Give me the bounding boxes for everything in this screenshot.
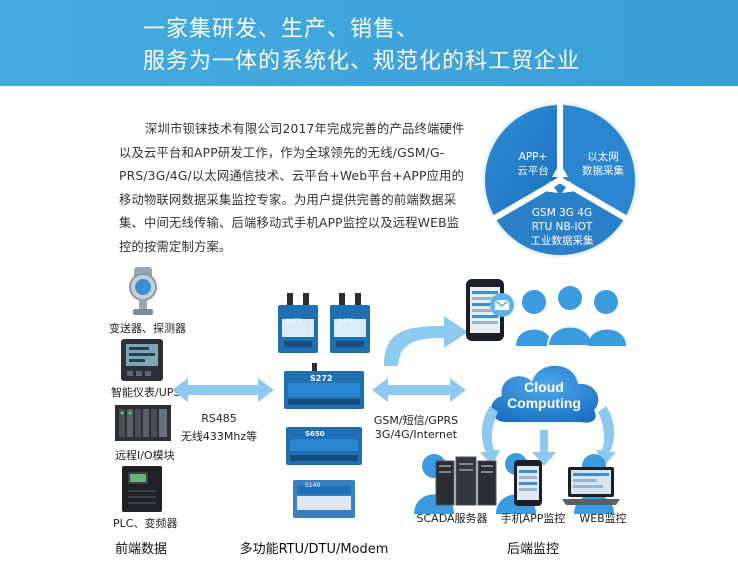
section-middle-rtu: 多功能RTU/DTU/Modem bbox=[239, 542, 389, 557]
label-io: 远程I/O模块 bbox=[115, 449, 175, 462]
laptop-icon bbox=[562, 467, 620, 505]
plc-icon bbox=[122, 466, 162, 512]
rtu-device-icon bbox=[330, 293, 370, 353]
ring-label-app-line2: 云平台 bbox=[517, 165, 549, 177]
header-banner: 一家集研发、生产、销售、 服务为一体的系统化、规范化的科工贸企业 bbox=[0, 0, 738, 86]
section-front-data: 前端数据 bbox=[114, 542, 168, 557]
ring-label-gsm-line1: GSM 3G 4G bbox=[531, 207, 593, 219]
ring-center-arrow bbox=[552, 163, 568, 177]
rtu-device-icon bbox=[284, 363, 364, 409]
ring-center-arrow bbox=[544, 181, 558, 193]
link-left-line1: RS485 bbox=[201, 412, 237, 425]
meter-icon bbox=[121, 339, 163, 381]
cloud-label: Cloud Computing bbox=[502, 379, 586, 411]
ring-label-gsm-line2: RTU NB-IOT bbox=[531, 221, 593, 233]
ring-label-ethernet: 以太网 数据采集 bbox=[573, 150, 633, 178]
label-app: 手机APP监控 bbox=[500, 512, 566, 525]
link-right-line1: GSM/短信/GPRS bbox=[373, 414, 459, 427]
banner-title-line2: 服务为一体的系统化、规范化的科工贸企业 bbox=[143, 49, 581, 74]
device-label: S475 bbox=[338, 318, 354, 325]
transmitter-icon bbox=[129, 267, 157, 315]
cloud-label-line1: Cloud bbox=[524, 379, 564, 395]
scada-server-icon bbox=[435, 456, 497, 506]
capability-ring bbox=[482, 102, 638, 258]
label-meter: 智能仪表/UPS bbox=[111, 386, 181, 399]
label-plc: PLC、变频器 bbox=[113, 517, 178, 530]
users-group-icon bbox=[516, 284, 626, 347]
rtu-device-icon bbox=[286, 427, 362, 465]
section-back-monitor: 后端监控 bbox=[506, 542, 560, 557]
rtu-device-icon bbox=[293, 480, 355, 518]
label-transmitter: 变送器、探测器 bbox=[109, 322, 186, 335]
ring-label-eth-line2: 数据采集 bbox=[582, 165, 624, 177]
intro-paragraph: 深圳市钡铼技术有限公司2017年完成完善的产品终端硬件以及云平台和APP研发工作… bbox=[119, 122, 465, 254]
label-scada: SCADA服务器 bbox=[416, 512, 488, 525]
device-label: S475 bbox=[286, 318, 302, 325]
banner-title-line1: 一家集研发、生产、销售、 bbox=[143, 17, 420, 42]
io-module-icon bbox=[115, 405, 171, 441]
ring-label-app: APP+ 云平台 bbox=[507, 150, 559, 178]
double-arrow-left bbox=[172, 378, 274, 402]
double-arrow-right bbox=[372, 378, 466, 402]
cloud-label-line2: Computing bbox=[507, 395, 581, 411]
ring-label-gsm: GSM 3G 4G RTU NB-IOT 工业数据采集 bbox=[522, 206, 602, 248]
smartphone-icon bbox=[466, 279, 514, 341]
ring-label-app-line1: APP+ bbox=[518, 151, 548, 163]
mobile-app-icon bbox=[514, 460, 542, 506]
ring-label-gsm-line3: 工业数据采集 bbox=[530, 235, 594, 247]
banner-shade bbox=[0, 0, 738, 86]
device-label: S650 bbox=[305, 430, 325, 438]
curved-arrow-up bbox=[384, 316, 468, 366]
link-left-line2: 无线433Mhz等 bbox=[180, 430, 258, 443]
ring-center-arrow bbox=[562, 181, 576, 193]
label-web: WEB监控 bbox=[579, 512, 627, 525]
cloud-icon bbox=[491, 365, 599, 423]
rtu-device-icon bbox=[278, 293, 318, 353]
link-right-line2: 3G/4G/Internet bbox=[374, 428, 458, 441]
device-label: S140 bbox=[305, 482, 321, 489]
device-label: S272 bbox=[310, 374, 333, 383]
cloud-down-arrows bbox=[480, 406, 616, 466]
ring-label-eth-line1: 以太网 bbox=[587, 151, 619, 163]
